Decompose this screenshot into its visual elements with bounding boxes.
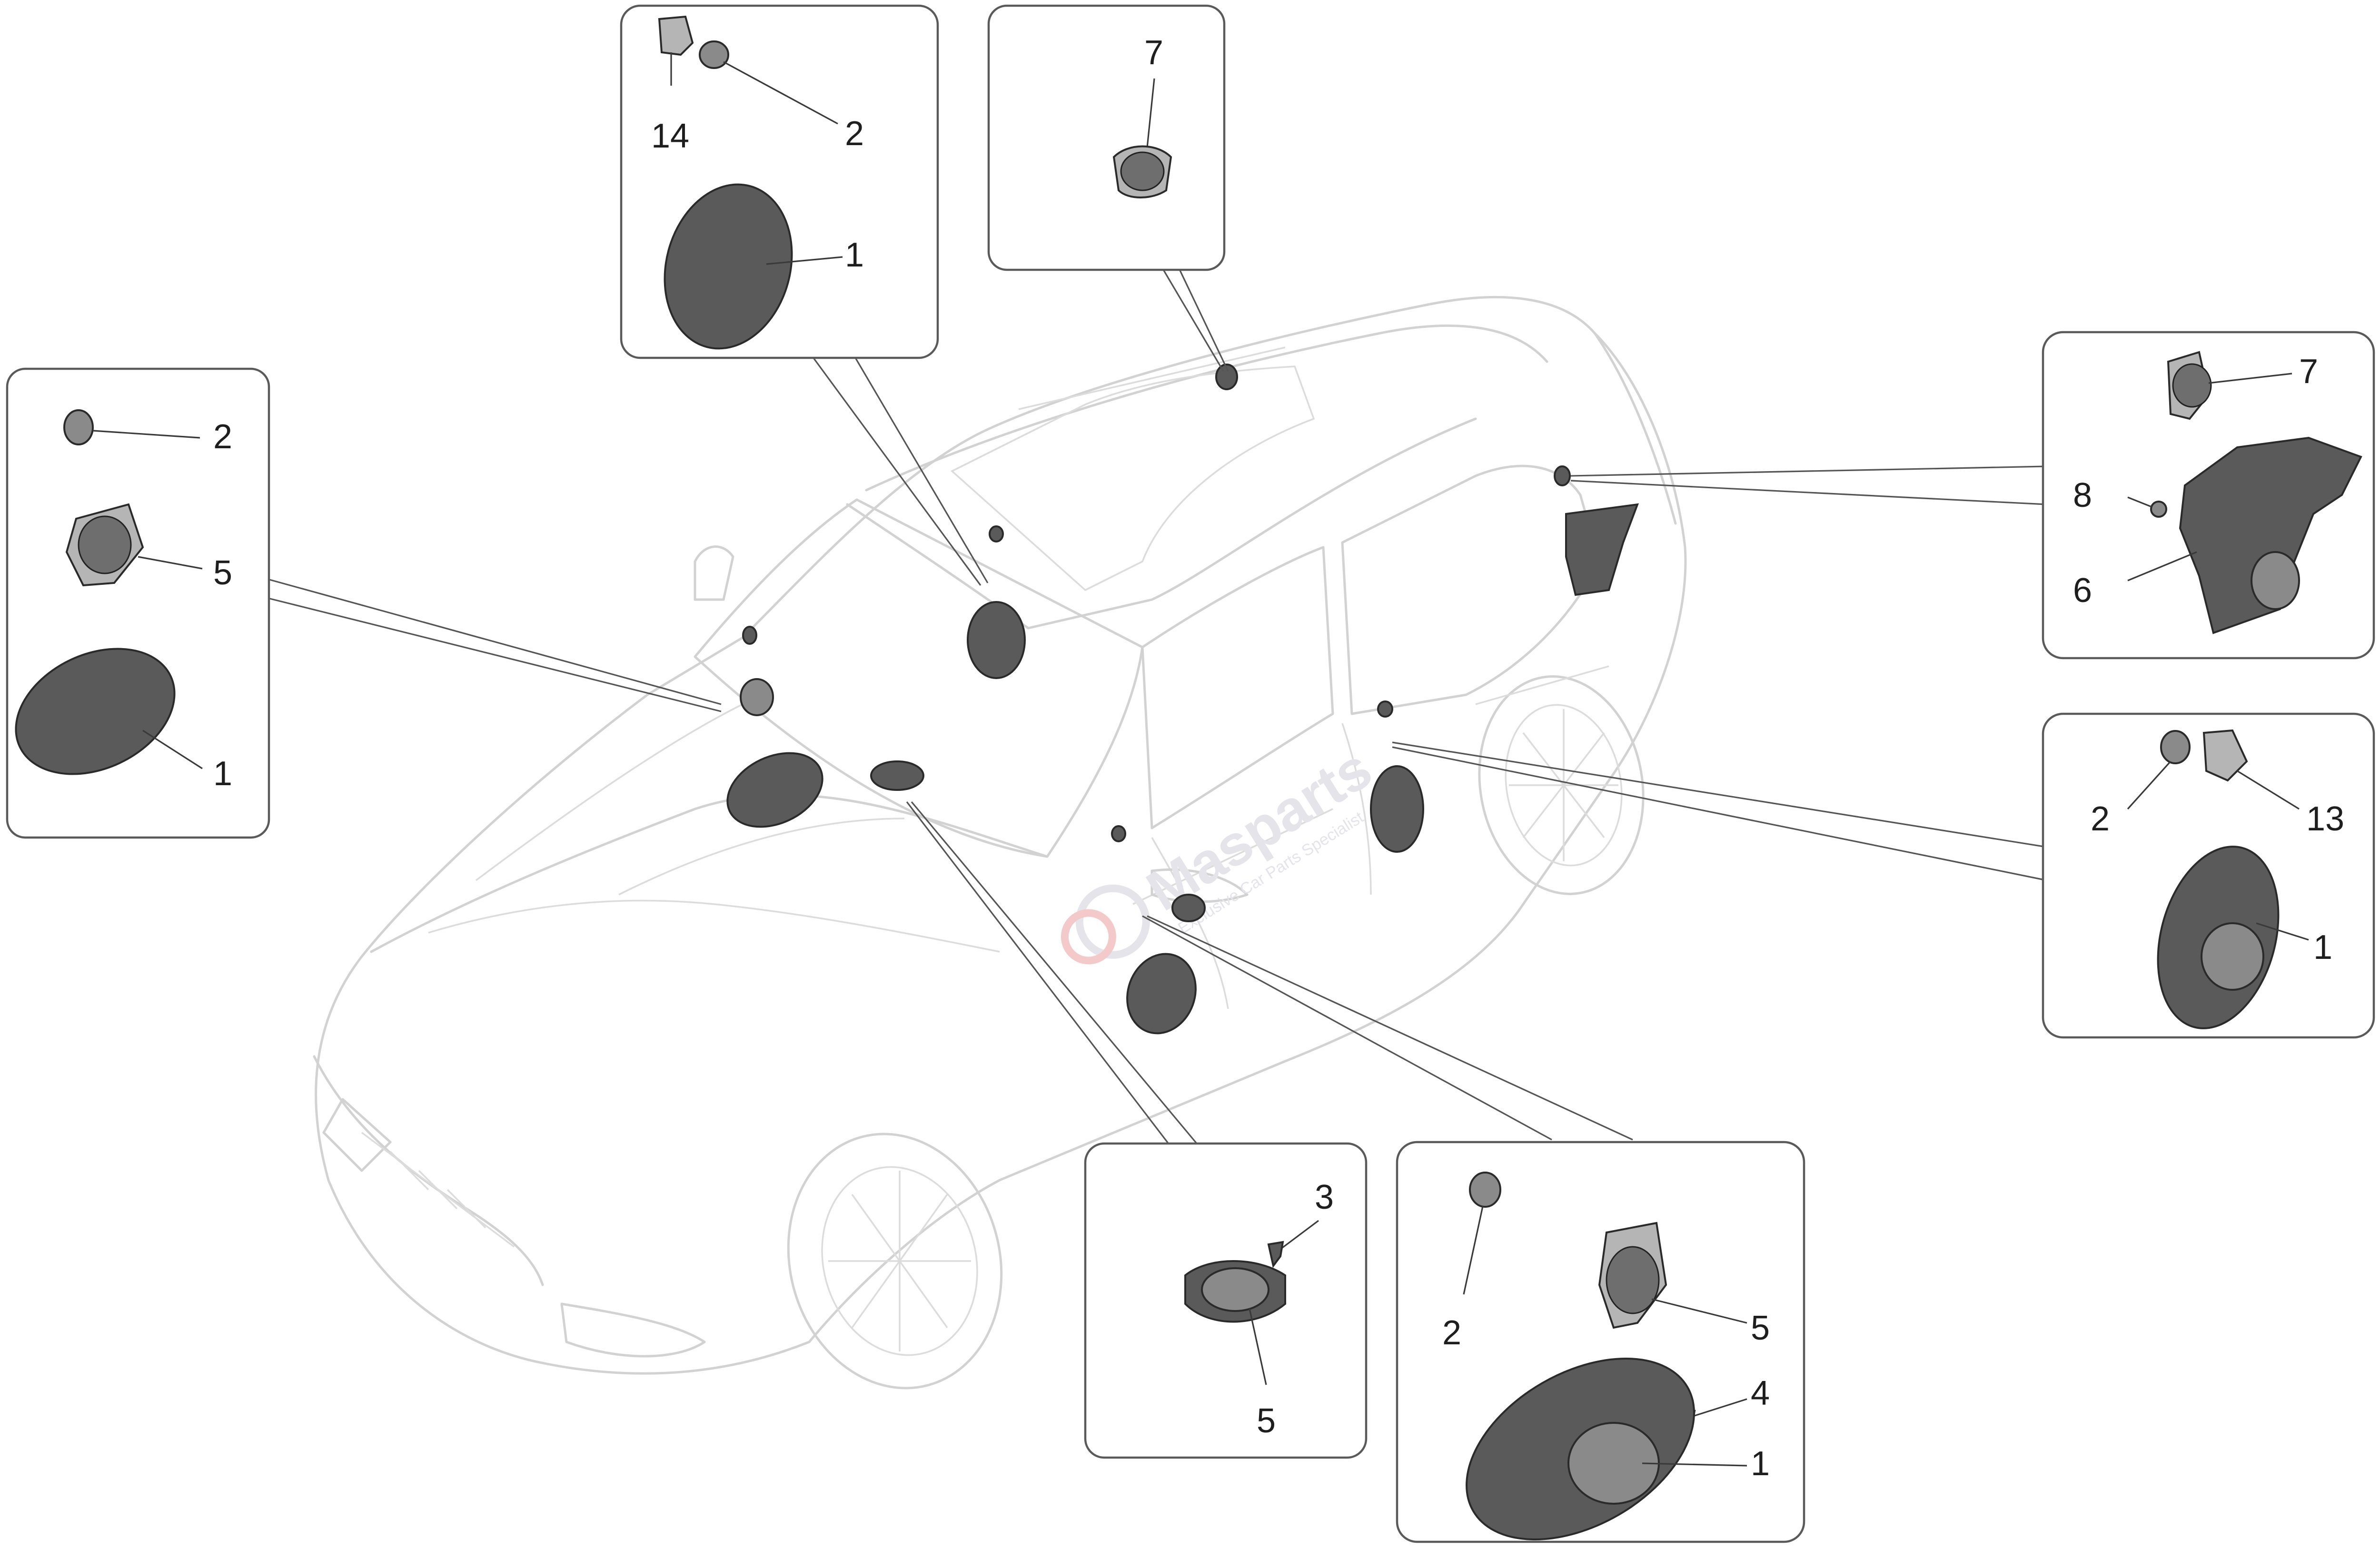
label-5: 5 xyxy=(213,554,232,592)
bracket-clip-icon xyxy=(658,15,694,56)
label-14: 14 xyxy=(651,117,689,155)
dash-speaker-right-icon xyxy=(967,601,1026,679)
subwoofer-enclosure-icon xyxy=(2179,436,2362,634)
watermark-logo-icon xyxy=(1075,884,1150,959)
rear-door-woofer-icon xyxy=(1370,765,1424,853)
car-outline xyxy=(313,296,1687,1390)
panel-dash-top: 14 2 1 xyxy=(620,4,939,359)
tweeter-grille-icon xyxy=(63,409,94,445)
label-4: 4 xyxy=(1751,1374,1770,1412)
watermark: Masparts Exclusive Car Parts Specialist xyxy=(1061,736,1382,965)
label-7: 7 xyxy=(2299,353,2318,391)
tweeter-icon xyxy=(2160,730,2191,764)
woofer-speaker-icon xyxy=(15,648,176,775)
label-1: 1 xyxy=(213,755,232,793)
nut-icon xyxy=(2150,501,2167,518)
mirror-tweeter-left-icon xyxy=(740,678,774,716)
label-2: 2 xyxy=(845,115,864,153)
dash-tweeter-left-icon xyxy=(742,626,757,645)
watermark-logo-accent-icon xyxy=(1061,909,1116,965)
tweeter-icon xyxy=(1469,1172,1501,1208)
callout-pointers xyxy=(264,266,2047,1148)
panel-left-front: 2 5 1 xyxy=(6,367,270,839)
front-door-woofer-left-icon xyxy=(726,752,823,828)
panel-center: 3 5 xyxy=(1084,1142,1368,1459)
dash-tweeter-right-icon xyxy=(989,525,1004,542)
panel-rear-door: 2 13 1 xyxy=(2042,712,2375,1039)
label-2: 2 xyxy=(1442,1314,1461,1352)
label-3: 3 xyxy=(1315,1178,1334,1216)
panel-front-door: 2 5 4 1 xyxy=(1396,1141,1805,1543)
label-8: 8 xyxy=(2073,476,2092,514)
label-6: 6 xyxy=(2073,572,2092,610)
rear-pillar-subwoofer-icon xyxy=(1565,503,1639,596)
rear-pillar-tweeter-icon xyxy=(1554,465,1571,486)
tweeter-icon xyxy=(699,40,729,69)
front-door-tweeter-right-icon xyxy=(1111,825,1126,842)
installed-speakers xyxy=(726,364,1639,1035)
roof-speaker-icon xyxy=(1215,364,1238,390)
panel-roof: 7 xyxy=(987,4,1226,271)
label-2: 2 xyxy=(213,418,232,456)
front-door-woofer-right-icon xyxy=(1126,953,1197,1035)
screw-icon xyxy=(1267,1241,1284,1268)
label-5: 5 xyxy=(1751,1309,1770,1347)
label-13: 13 xyxy=(2306,800,2344,838)
label-7: 7 xyxy=(1144,34,1163,72)
label-1: 1 xyxy=(1751,1445,1770,1483)
label-1: 1 xyxy=(2313,928,2332,966)
dash-center-speaker-icon xyxy=(870,760,924,791)
dash-woofer-icon xyxy=(664,183,793,350)
front-door-mid-right-icon xyxy=(1171,894,1206,922)
label-2: 2 xyxy=(2091,800,2110,838)
label-5: 5 xyxy=(1257,1402,1276,1440)
label-1: 1 xyxy=(845,236,864,274)
panel-rear-pillar: 7 8 6 xyxy=(2042,331,2375,660)
rear-door-tweeter-icon xyxy=(1377,700,1393,718)
